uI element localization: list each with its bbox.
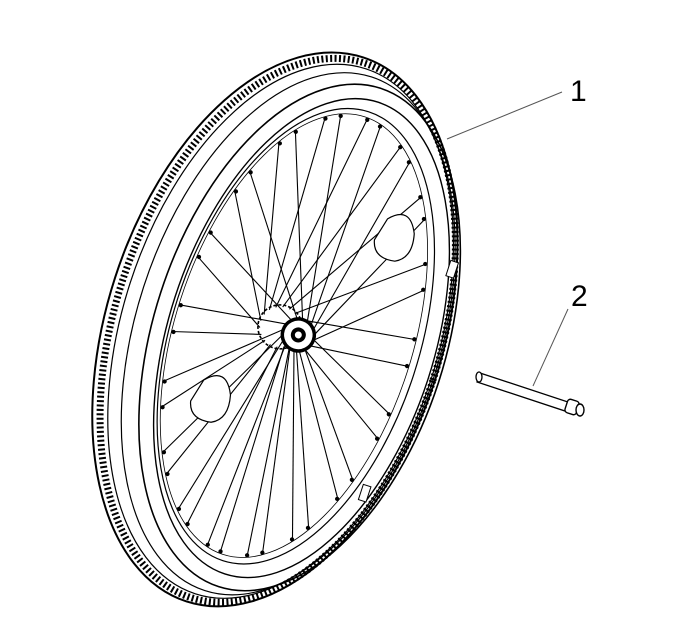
spoke-nipple <box>171 329 176 335</box>
spoke-nipple <box>233 189 239 194</box>
spoke <box>171 330 262 335</box>
axle-tip <box>475 371 483 383</box>
spoke-nipple <box>423 261 428 267</box>
spoke-nipple <box>196 254 202 260</box>
wheel-rim <box>156 107 436 565</box>
spoke-nipple <box>377 124 383 129</box>
hub-bore <box>294 331 302 339</box>
spoke-nipple <box>277 141 282 146</box>
hand-rim-bracket-bottom <box>190 375 232 423</box>
spoke <box>299 325 391 416</box>
axle-nut-end <box>575 403 585 417</box>
spoke-nipple <box>338 113 343 119</box>
spoke <box>261 343 292 555</box>
spoke-nipple <box>421 287 426 292</box>
spoke-nipple <box>165 471 170 477</box>
spoke-nipple <box>406 160 412 165</box>
tire-sidewall <box>120 72 456 596</box>
spoke <box>208 231 294 323</box>
spoke-nipple <box>323 116 328 121</box>
spoke <box>185 346 278 526</box>
spoke-nipple <box>421 216 427 222</box>
spoke <box>162 327 287 383</box>
hand-rim-bracket-top <box>373 214 415 262</box>
spoke <box>263 141 280 315</box>
spoke-nipple <box>365 117 370 122</box>
spoke <box>275 117 369 308</box>
spoke <box>309 124 382 328</box>
spoke <box>249 170 299 322</box>
spoke-nipple <box>386 412 391 417</box>
spoke <box>295 339 310 530</box>
spoke <box>298 318 417 341</box>
spoke-nipple <box>349 477 355 482</box>
spoke-nipple <box>289 537 295 542</box>
hand-rim-outer <box>138 83 462 592</box>
spoke-nipple <box>305 525 311 531</box>
wheel-assembly <box>91 51 462 608</box>
callout-1: 1 <box>570 75 587 108</box>
spoke-nipple <box>208 230 213 235</box>
spoke <box>310 289 426 343</box>
spoke <box>206 342 287 547</box>
spoke <box>298 332 354 482</box>
spoke <box>176 337 286 511</box>
spoke <box>233 189 262 321</box>
callout-2: 2 <box>571 280 588 313</box>
tire-tread-band <box>96 54 459 606</box>
spokes <box>160 113 428 558</box>
spoke <box>246 345 291 558</box>
wheel-rim-inner <box>159 113 428 558</box>
spoke <box>294 263 428 315</box>
spoke <box>306 113 342 324</box>
spoke-nipple <box>404 363 410 369</box>
rim-clip-lower <box>357 483 372 503</box>
spoke-nipple <box>244 553 250 558</box>
spoke-nipple <box>248 170 253 175</box>
spoke-nipple <box>335 496 340 502</box>
spoke-nipple <box>218 549 223 554</box>
spoke <box>291 348 295 542</box>
spoke <box>282 145 402 308</box>
spoke-nipple <box>160 405 165 410</box>
axle-shaft <box>476 372 569 412</box>
spoke <box>303 347 380 441</box>
spoke-nipple <box>185 521 190 527</box>
spoke-nipple <box>176 506 182 512</box>
rim-clip-right <box>445 259 460 279</box>
axle <box>475 371 585 417</box>
spoke <box>268 116 326 311</box>
spoke <box>311 160 411 333</box>
spoke <box>294 129 304 322</box>
spoke <box>178 304 290 326</box>
spoke-nipple <box>161 450 167 455</box>
spoke <box>160 339 266 409</box>
spoke-nipple <box>293 129 298 134</box>
spoke <box>307 344 410 368</box>
leader-line-1 <box>446 91 563 140</box>
spoke <box>196 255 261 328</box>
tire-tread-inner <box>107 63 454 599</box>
spoke-nipple <box>374 436 380 441</box>
spoke <box>298 348 339 501</box>
spoke-nipple <box>412 337 417 342</box>
spoke-nipple <box>205 542 210 547</box>
tire-tread-outer <box>91 51 459 608</box>
spoke <box>219 346 285 554</box>
spoke-nipple <box>398 145 403 150</box>
spoke-nipple <box>260 550 265 555</box>
leader-line-2 <box>532 308 569 387</box>
spoke-nipple <box>418 195 423 200</box>
spoke-nipple <box>162 379 167 384</box>
spoke-nipple <box>178 303 183 308</box>
